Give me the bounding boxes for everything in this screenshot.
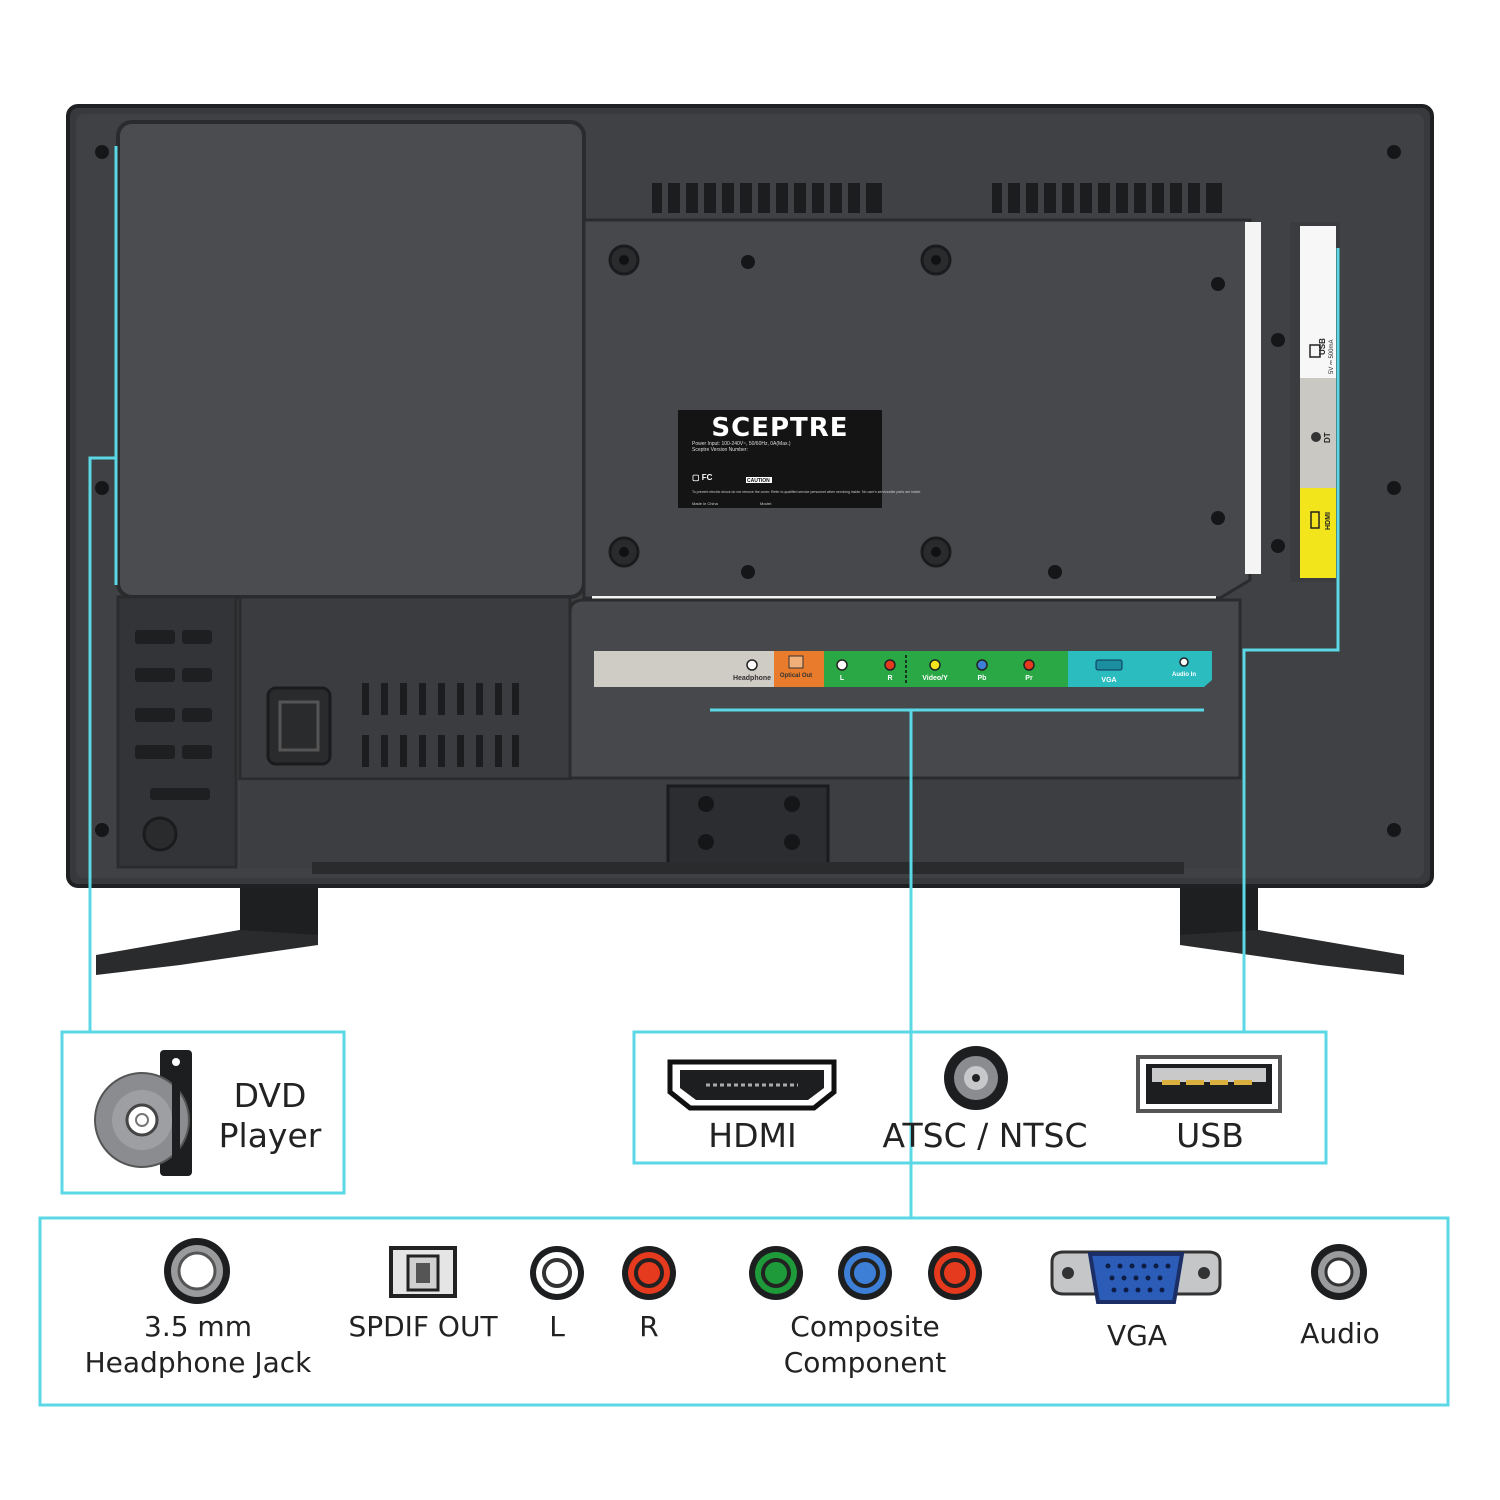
callout-box-side: [632, 1030, 1328, 1165]
hdmi-caption: HDMI: [708, 1116, 797, 1155]
r-caption: R: [639, 1310, 659, 1343]
headphone-caption: 3.5 mm Headphone Jack: [58, 1309, 338, 1381]
dvd-caption: DVD Player: [200, 1076, 340, 1156]
power-socket: [266, 686, 332, 766]
strip-optical: Optical Out: [780, 673, 812, 679]
side-label-hdmi: [1300, 488, 1336, 578]
audio-l-jack-icon: [530, 1246, 584, 1300]
composite-caption: Composite Component: [755, 1309, 975, 1381]
label-caution-title: CAUTION: [747, 478, 770, 484]
vga-port-icon: [1050, 1250, 1222, 1304]
composite-caption-line1: Composite: [790, 1310, 940, 1343]
label-version: Sceptre Version Number:: [692, 447, 748, 453]
dvd-control-buttons: [135, 630, 212, 852]
strip-l: L: [840, 675, 845, 682]
strip-vga: VGA: [1101, 677, 1116, 684]
composite-caption-line2: Component: [783, 1346, 947, 1379]
component-y-jack-icon: [749, 1246, 803, 1300]
label-caution-text: To prevent electric shock do not remove …: [692, 490, 921, 494]
strip-headphone: Headphone: [733, 675, 771, 682]
fcc-mark: ▢ FC: [692, 473, 713, 482]
dvd-module: [116, 120, 586, 599]
spdif-caption: SPDIF OUT: [348, 1310, 498, 1343]
dvd-disc-icon: [94, 1050, 192, 1176]
callout-lines: [88, 146, 1340, 1218]
label-made-in: Made in China: [692, 501, 719, 506]
strip-r: R: [887, 675, 892, 682]
strip-audio-in: Audio In: [1172, 672, 1196, 678]
main-back-panel: [582, 218, 1252, 600]
headphone-caption-line2: Headphone Jack: [84, 1346, 312, 1379]
vga-caption: VGA: [1106, 1319, 1167, 1352]
usb-caption: USB: [1176, 1116, 1244, 1155]
spdif-optical-icon: [389, 1246, 457, 1298]
strip-video-y: Video/Y: [922, 675, 948, 682]
side-usb-rating: 5V ⎓ 500mA: [1329, 340, 1335, 374]
usb-port-icon: [1136, 1055, 1282, 1113]
stand-mount: [666, 784, 830, 866]
hdmi-port-icon: [667, 1059, 837, 1111]
left-stand: [96, 870, 318, 975]
label-model: Model:: [760, 501, 772, 506]
callout-box-bottom: [38, 1216, 1450, 1407]
brand-logo: SCEPTRE: [711, 413, 848, 443]
label-power-input: Power Input: 100-240V~, 50/60Hz, 0A(Max.…: [692, 441, 791, 447]
rating-label-plate: [678, 410, 882, 508]
dvd-caption-line1: DVD: [233, 1076, 307, 1115]
vent-slots: [362, 683, 519, 767]
atsc-caption: ATSC / NTSC: [882, 1116, 1088, 1155]
strip-pr: Pr: [1025, 675, 1033, 682]
audio-caption: Audio: [1300, 1317, 1380, 1350]
callout-box-dvd: [60, 1030, 346, 1195]
headphone-jack-icon: [164, 1238, 230, 1304]
audio-in-jack-icon: [1311, 1244, 1367, 1300]
side-label-usb: [1300, 226, 1336, 378]
side-hdmi-text: HDMI: [1325, 512, 1332, 530]
side-dt-text: DT: [1323, 432, 1332, 443]
headphone-caption-line1: 3.5 mm: [144, 1310, 252, 1343]
audio-r-jack-icon: [622, 1246, 676, 1300]
side-usb-text: USB: [1318, 338, 1327, 355]
l-caption: L: [549, 1310, 565, 1343]
bottom-connector-strip: [594, 651, 1212, 687]
right-stand: [1180, 870, 1404, 975]
vesa-mount-holes: [608, 244, 952, 568]
coax-antenna-icon: [944, 1046, 1008, 1110]
dvd-caption-line2: Player: [218, 1116, 322, 1155]
strip-pb: Pb: [978, 675, 987, 682]
component-pr-jack-icon: [928, 1246, 982, 1300]
component-pb-jack-icon: [838, 1246, 892, 1300]
